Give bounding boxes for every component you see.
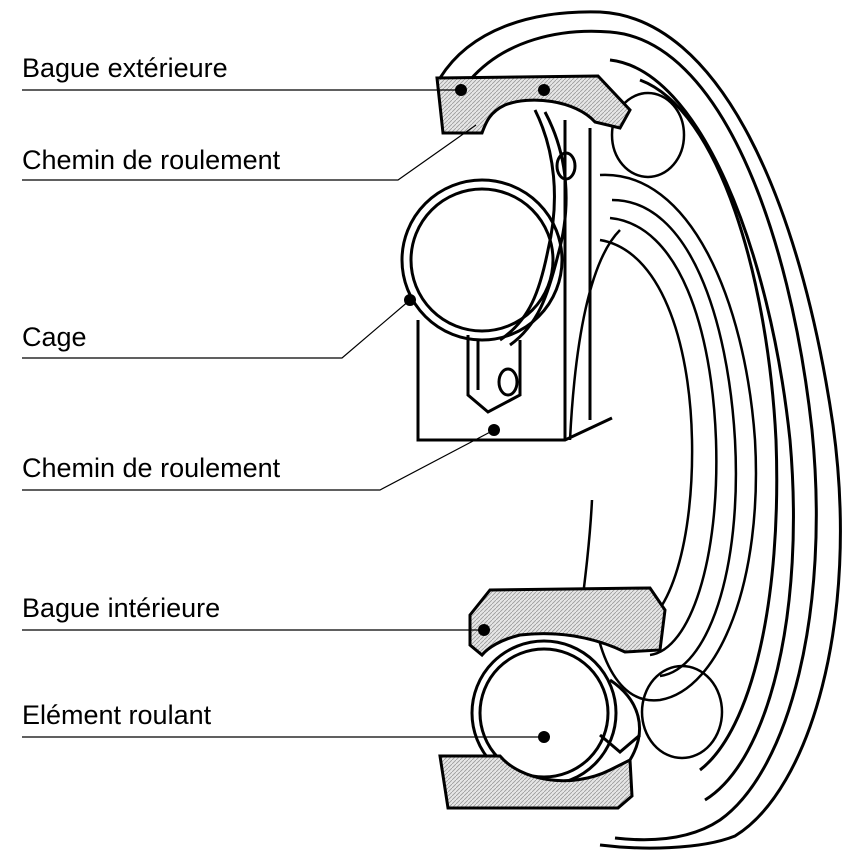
dot-outer-ring xyxy=(455,84,467,96)
inner-ring-section-bottom xyxy=(468,586,667,658)
callout-dots xyxy=(404,84,550,743)
inner-ring-body xyxy=(568,173,758,702)
label-cage: Cage xyxy=(22,322,87,352)
label-rolling-element: Elément roulant xyxy=(22,700,212,730)
dot-inner-ring xyxy=(478,624,490,636)
leader-raceway-top xyxy=(22,124,477,181)
label-inner-ring: Bague intérieure xyxy=(22,593,221,623)
dot-rolling-element xyxy=(538,731,550,743)
label-raceway-bottom: Chemin de roulement xyxy=(22,453,281,483)
dot-raceway-top xyxy=(538,84,550,96)
leader-raceway-bottom xyxy=(22,429,495,491)
leader-lines xyxy=(22,89,544,738)
outer-ring-body xyxy=(438,10,842,850)
dot-raceway-bottom xyxy=(488,424,500,436)
inner-ring-section-top xyxy=(416,120,613,442)
rolling-balls xyxy=(610,91,724,760)
dot-cage xyxy=(404,294,416,306)
outer-ring-section-bottom xyxy=(438,754,634,810)
cage-section xyxy=(400,109,577,414)
label-outer-ring: Bague extérieure xyxy=(22,53,228,83)
outer-ring-section-top xyxy=(435,74,632,135)
label-raceway-top: Chemin de roulement xyxy=(22,145,281,175)
leader-cage xyxy=(22,299,411,359)
